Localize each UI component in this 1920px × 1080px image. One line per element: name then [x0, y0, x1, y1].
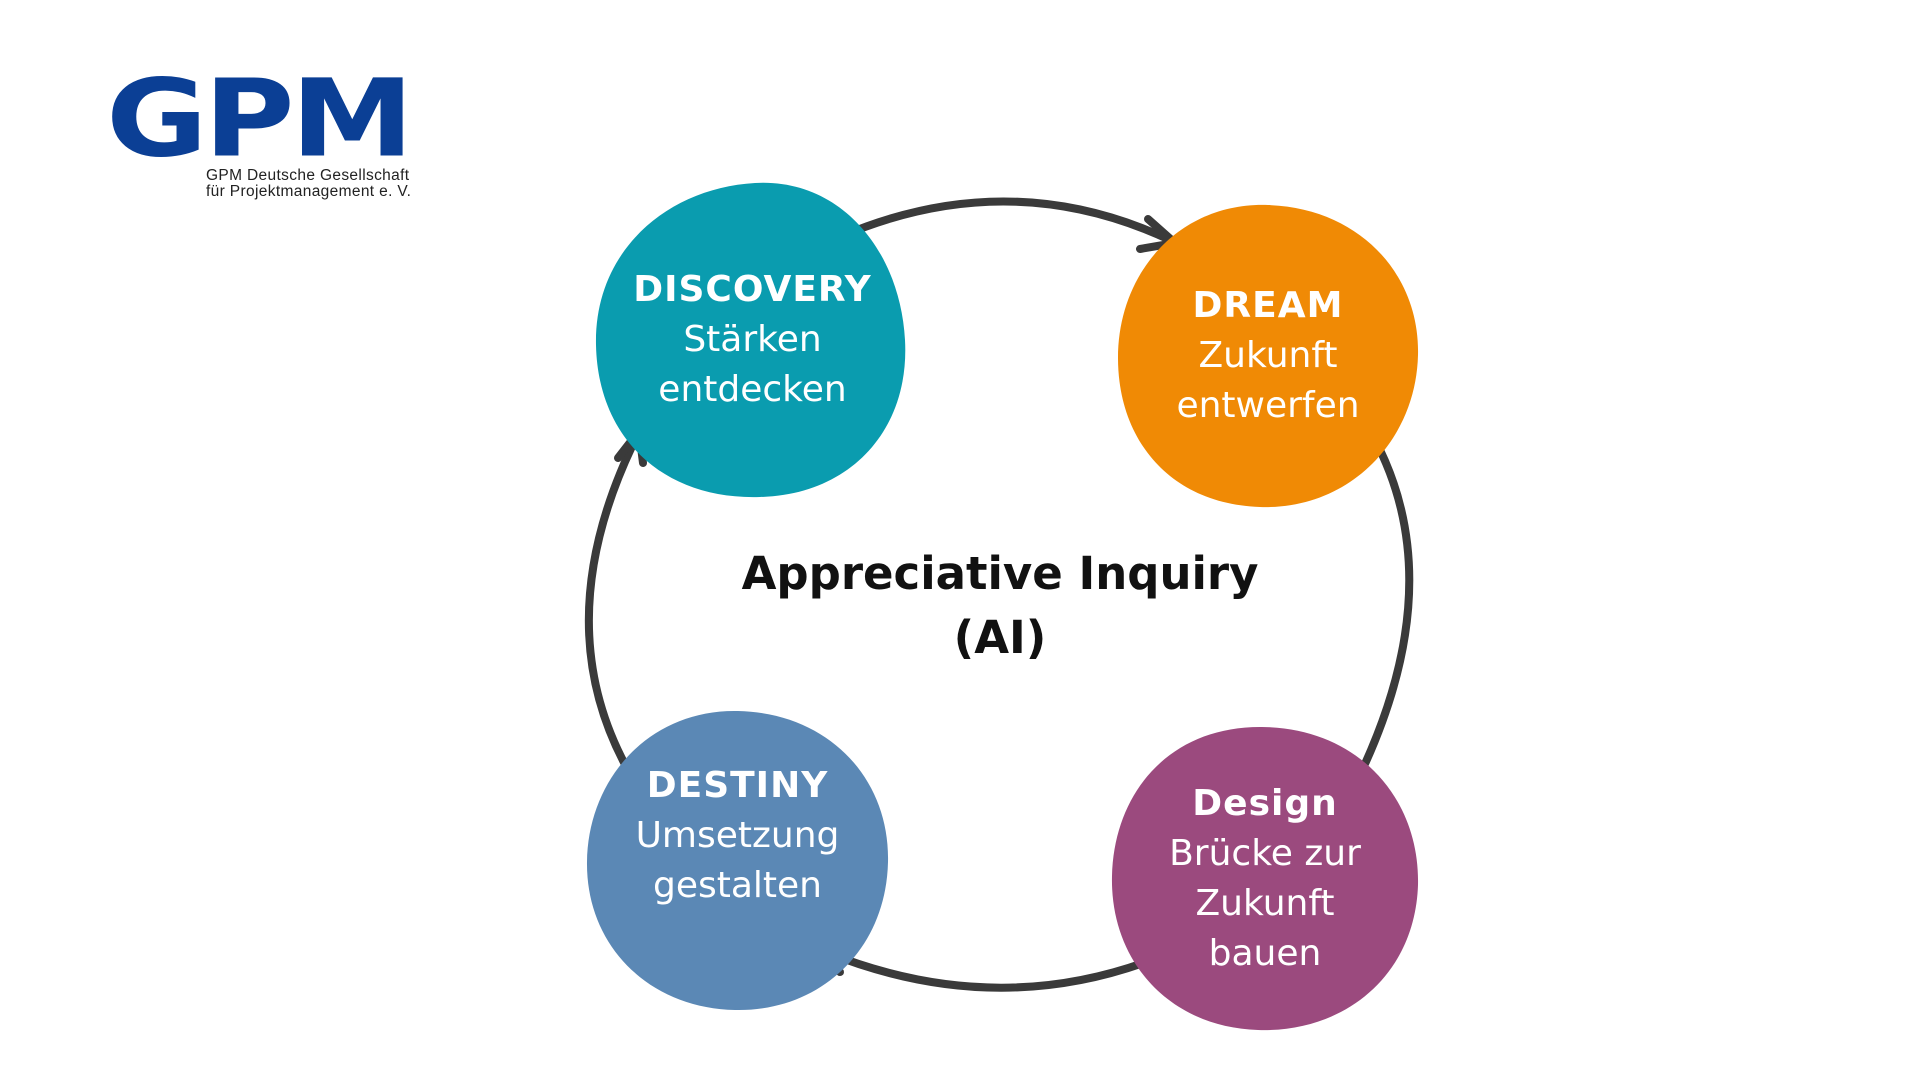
stage-dream-circle	[1118, 204, 1419, 508]
stage-dream-text: DREAM Zukunft entwerfen	[1118, 205, 1418, 507]
stage-dream-title: DREAM	[1192, 285, 1344, 326]
stage-destiny-line-2: gestalten	[652, 865, 822, 906]
stage-destiny-line-1: Umsetzung	[635, 815, 840, 856]
stage-design-line-2: Zukunft	[1195, 882, 1335, 924]
stage-destiny-text: DESTINY Umsetzung gestalten	[587, 711, 888, 1011]
stage-dream-line-1: Zukunft	[1198, 335, 1338, 376]
stage-design-text: Design Brücke zur Zukunft bauen	[1112, 727, 1418, 1030]
stage-discovery: DISCOVERY Stärken entdecken	[600, 185, 905, 495]
gpm-logo: GPM GPM Deutsche Gesellschaft für Projek…	[106, 66, 456, 216]
arrow-design-to-destiny	[822, 948, 1150, 992]
center-title-line-2: (AI)	[953, 611, 1047, 664]
stage-destiny-title: DESTINY	[646, 765, 829, 806]
gpm-logo-line-2: für Projektmanagement e. V.	[206, 183, 412, 200]
stage-dream: DREAM Zukunft entwerfen	[1118, 205, 1418, 507]
center-title-line-1: Appreciative Inquiry	[741, 547, 1259, 600]
gpm-logo-subtitle: GPM Deutsche Gesellschaft für Projektman…	[206, 168, 456, 200]
stage-destiny: DESTINY Umsetzung gestalten	[587, 711, 888, 1011]
arrow-dream-to-design	[1346, 434, 1414, 799]
stage-discovery-text: DISCOVERY Stärken entdecken	[600, 185, 905, 495]
arrow-discovery-to-dream	[838, 197, 1174, 244]
stage-dream-line-2: entwerfen	[1176, 385, 1360, 426]
arrow-destiny-to-discovery	[584, 430, 642, 774]
stage-discovery-circle	[595, 182, 906, 498]
stage-design-line-3: bauen	[1208, 932, 1322, 974]
stage-discovery-line-2: entdecken	[658, 369, 847, 410]
stage-design-circle	[1111, 726, 1419, 1031]
stage-discovery-title: DISCOVERY	[633, 269, 872, 310]
gpm-logo-mark: GPM	[106, 57, 414, 182]
stage-design: Design Brücke zur Zukunft bauen	[1112, 727, 1418, 1030]
stage-destiny-circle	[586, 710, 889, 1011]
center-title: Appreciative Inquiry (AI)	[700, 542, 1300, 670]
stage-discovery-line-1: Stärken	[683, 319, 822, 360]
stage-design-title: Design	[1192, 782, 1338, 824]
stage-design-line-1: Brücke zur	[1169, 832, 1361, 874]
gpm-logo-line-1: GPM Deutsche Gesellschaft	[206, 167, 410, 184]
